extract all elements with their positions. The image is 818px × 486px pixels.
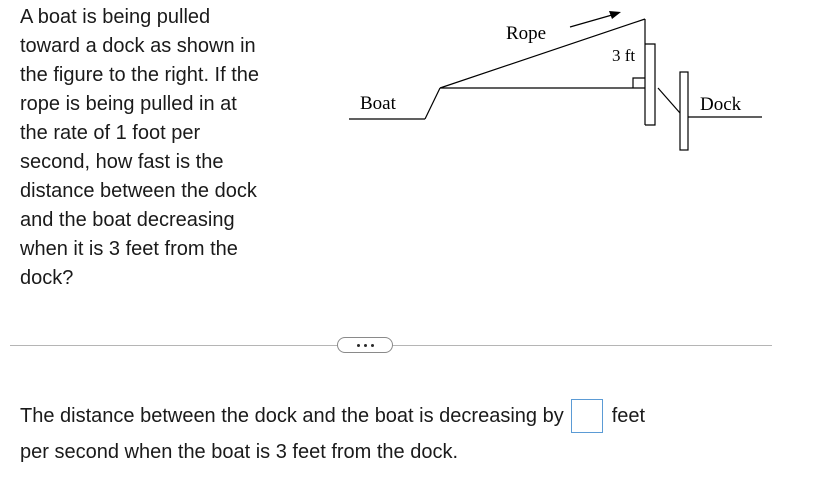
right-angle-marker [632,77,645,88]
boat-label: Boat [360,93,397,114]
rope-arrow-head [609,11,621,19]
dot-icon [356,343,360,347]
question-line: distance between the dock [20,180,257,202]
boat-bow-line [424,87,441,120]
dot-icon [363,343,367,347]
answer-prefix: The distance between the dock and the bo… [20,405,564,427]
rope-label: Rope [506,23,546,44]
answer-line: The distance between the dock and the bo… [20,398,800,434]
more-options-button[interactable] [337,337,393,353]
question-line: toward a dock as shown in [20,35,256,57]
question-line: second, how fast is the [20,151,224,173]
question-line: rope is being pulled in at [20,93,237,115]
boat-dock-figure: Rope 3 ft Boat Dock [349,11,762,151]
dock-post [679,71,689,151]
question-line: and the boat decreasing [20,209,235,231]
rope-arrow-line [569,14,613,28]
question-line: the figure to the right. If the [20,64,260,86]
question-line: the rate of 1 foot per [20,122,201,144]
dot-icon [370,343,374,347]
question-text: A boat is being pulled toward a dock as … [20,3,320,293]
answer-input[interactable] [570,399,603,433]
rope-line [439,18,646,89]
dock-strut [657,87,681,114]
height-label: 3 ft [612,46,635,65]
answer-unit: feet [611,405,646,427]
question-line: dock? [20,267,74,289]
question-line: A boat is being pulled [20,6,211,28]
pole-bracket [645,43,656,126]
question-line: when it is 3 feet from the [20,238,238,260]
dock-label: Dock [700,94,742,115]
answer-statement: The distance between the dock and the bo… [20,398,800,470]
answer-suffix: per second when the boat is 3 feet from … [20,441,459,463]
